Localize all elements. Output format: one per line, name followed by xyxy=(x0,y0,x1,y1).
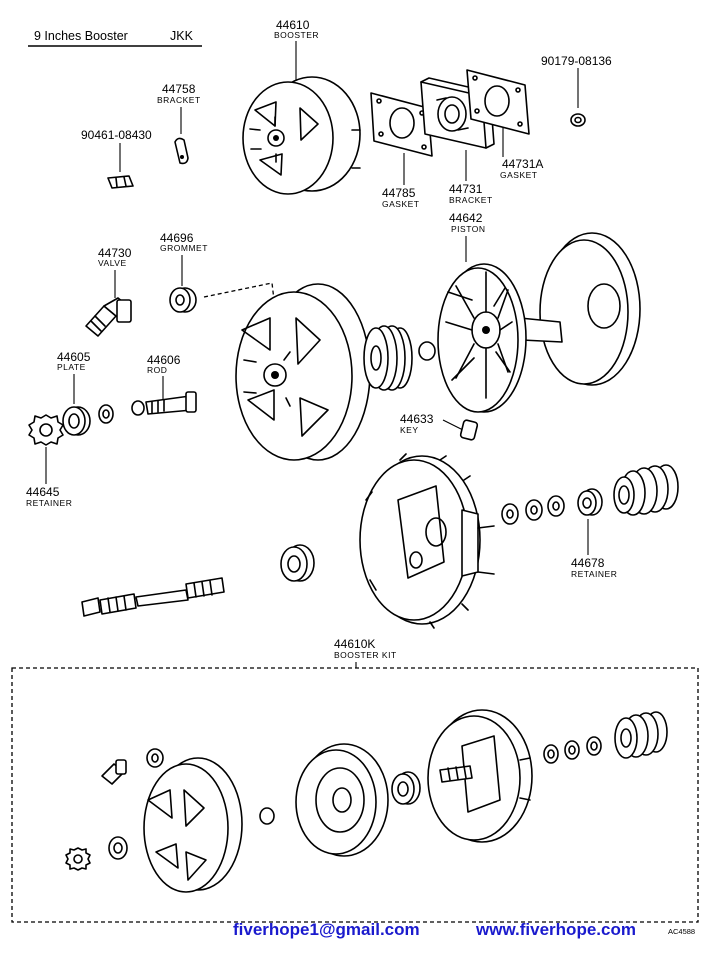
svg-text:44785: 44785 xyxy=(382,186,416,200)
kit-valve xyxy=(101,759,127,785)
kit-washers xyxy=(543,736,602,764)
plate-44605 xyxy=(62,406,91,436)
rod-44606 xyxy=(131,391,197,416)
key-washer xyxy=(418,341,436,361)
key-44633 xyxy=(459,419,479,441)
label-44605: 44605 PLATE xyxy=(57,350,91,372)
svg-text:VALVE: VALVE xyxy=(98,258,127,268)
diagram-title: 9 Inches Booster xyxy=(34,29,128,43)
label-44645: 44645 RETAINER xyxy=(26,485,72,508)
pushrod xyxy=(81,577,225,617)
kit-seal xyxy=(391,771,421,805)
svg-text:RETAINER: RETAINER xyxy=(571,569,617,579)
svg-text:44731A: 44731A xyxy=(502,157,543,171)
gasket-44731A xyxy=(466,69,530,135)
piston-44642 xyxy=(437,232,641,413)
svg-text:RETAINER: RETAINER xyxy=(26,498,72,508)
bracket-44758 xyxy=(174,137,189,165)
clip-90461 xyxy=(107,175,134,189)
label-44606: 44606 ROD xyxy=(147,353,181,375)
kit-front-shell xyxy=(427,709,533,843)
kit-grommet xyxy=(146,748,164,768)
booster-kit-frame xyxy=(11,667,699,923)
booster-rear-shell xyxy=(235,283,371,461)
grommet-44696 xyxy=(169,287,197,313)
svg-text:BRACKET: BRACKET xyxy=(157,95,201,105)
label-44642: 44642 PISTON xyxy=(449,211,486,234)
kit-boot xyxy=(614,711,668,759)
valve-44730 xyxy=(85,297,132,337)
label-44731A: 44731A GASKET xyxy=(500,157,543,180)
label-44730: 44730 VALVE xyxy=(98,246,132,268)
svg-text:BRACKET: BRACKET xyxy=(449,195,493,205)
kit-key xyxy=(259,807,275,825)
svg-text:ROD: ROD xyxy=(147,365,167,375)
svg-text:44645: 44645 xyxy=(26,485,60,499)
svg-text:44633: 44633 xyxy=(400,412,434,426)
svg-text:GROMMET: GROMMET xyxy=(160,243,208,253)
svg-text:44606: 44606 xyxy=(147,353,181,367)
label-44678: 44678 RETAINER xyxy=(571,556,617,579)
svg-text:GASKET: GASKET xyxy=(382,199,419,209)
nut-90179 xyxy=(570,113,586,127)
front-shell xyxy=(359,453,495,629)
svg-text:BOOSTER: BOOSTER xyxy=(274,30,319,40)
seal-rear xyxy=(280,544,315,582)
kit-plate xyxy=(108,836,128,860)
svg-text:44696: 44696 xyxy=(160,231,194,245)
svg-text:44678: 44678 xyxy=(571,556,605,570)
gasket-44785 xyxy=(370,92,433,157)
footer-website-link[interactable]: www.fiverhope.com xyxy=(476,920,636,939)
label-90461: 90461-08430 xyxy=(81,128,152,142)
svg-text:44731: 44731 xyxy=(449,182,483,196)
svg-text:PLATE: PLATE xyxy=(57,362,86,372)
svg-text:44610K: 44610K xyxy=(334,637,375,651)
kit-rear-shell xyxy=(143,757,243,893)
svg-text:90179-08136: 90179-08136 xyxy=(541,54,612,68)
svg-text:BOOSTER KIT: BOOSTER KIT xyxy=(334,650,397,660)
booster-shell xyxy=(242,76,361,195)
label-90179: 90179-08136 xyxy=(541,54,612,68)
svg-text:44730: 44730 xyxy=(98,246,132,260)
label-44633: 44633 KEY xyxy=(400,412,434,435)
diagram-model: JKK xyxy=(170,29,194,43)
leader-44633 xyxy=(442,419,464,431)
svg-text:90461-08430: 90461-08430 xyxy=(81,128,152,142)
svg-text:44642: 44642 xyxy=(449,211,483,225)
svg-text:44758: 44758 xyxy=(162,82,196,96)
kit-piston xyxy=(295,743,389,857)
label-44758: 44758 BRACKET xyxy=(157,82,201,105)
svg-text:PISTON: PISTON xyxy=(451,224,486,234)
footer-email-link[interactable]: fiverhope1@gmail.com xyxy=(233,920,420,939)
retainer-44678 xyxy=(577,488,603,516)
svg-text:44610: 44610 xyxy=(276,18,310,32)
washer-row xyxy=(501,495,565,525)
svg-text:GASKET: GASKET xyxy=(500,170,537,180)
kit-retainer xyxy=(65,847,91,871)
label-44785: 44785 GASKET xyxy=(382,186,419,209)
label-44731: 44731 BRACKET xyxy=(449,182,493,205)
label-44610K: 44610K BOOSTER KIT xyxy=(334,637,397,660)
dust-boot xyxy=(613,464,679,516)
svg-text:44605: 44605 xyxy=(57,350,91,364)
diaphragm-bellows xyxy=(363,325,413,391)
label-44610: 44610 BOOSTER xyxy=(274,18,319,40)
grommet-guide-line xyxy=(203,282,275,301)
diagram-code: AC4588 xyxy=(668,927,695,936)
retainer-44645 xyxy=(28,414,64,446)
washer-small-1 xyxy=(98,404,114,424)
svg-text:KEY: KEY xyxy=(400,425,419,435)
label-44696: 44696 GROMMET xyxy=(160,231,208,253)
